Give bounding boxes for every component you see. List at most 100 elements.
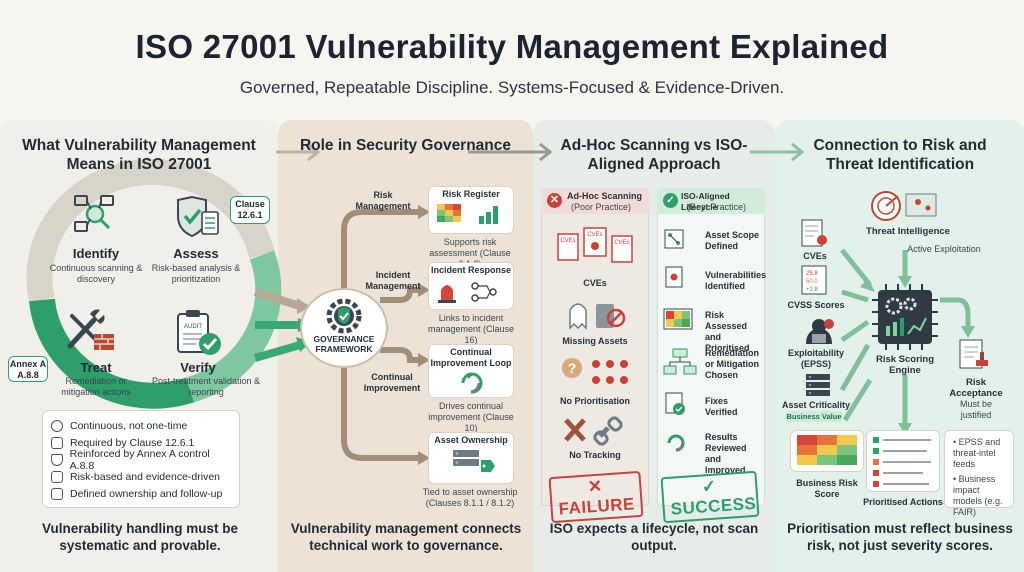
stage-assess-label: Assess xyxy=(173,246,219,261)
refresh-cycle-icon xyxy=(663,430,689,456)
check-mark-icon: ✓ xyxy=(701,476,718,497)
note-fair: Business impact models (e.g. FAIR) xyxy=(953,474,1003,517)
governance-branches xyxy=(341,209,420,461)
checklist-item: Continuous, not one-time xyxy=(51,417,231,434)
gear-shield-icon xyxy=(324,298,364,334)
checklist-item: Defined ownership and follow-up xyxy=(51,485,231,502)
cpu-chart-icon xyxy=(872,284,938,350)
stage-treat-desc: Remediation or mitigation actions xyxy=(61,376,131,397)
check-circle-icon: ✓ xyxy=(663,193,678,208)
iso-item-verified: Fixes Verified xyxy=(705,396,738,417)
branch-incident-management: Incident Management xyxy=(365,270,421,291)
verified-document-icon xyxy=(663,392,687,416)
panel2-footer: Vulnerability management connects techni… xyxy=(290,521,522,553)
svg-text:CVEs: CVEs xyxy=(587,232,602,238)
threat-intel-label: Threat Intelligence xyxy=(866,226,950,237)
note-epss: EPSS and threat-intel feeds xyxy=(953,437,1001,469)
header-arrow-1 xyxy=(276,142,321,162)
stage-identify-desc: Continuous scanning & discovery xyxy=(49,263,143,284)
stage-treat-label: Treat xyxy=(80,360,112,375)
cycle-to-hub-arrows xyxy=(253,288,302,362)
input-asset-criticality: Asset Criticality xyxy=(781,400,851,410)
risk-acceptance-label: Risk Acceptance xyxy=(949,377,1003,399)
success-stamp: ✓ SUCCESS xyxy=(660,470,760,524)
header-arrow-3 xyxy=(750,142,805,162)
threat-intel-card xyxy=(870,186,944,226)
iso-header: ✓ ISO-Aligned Lifecycle (Best Practice) xyxy=(657,188,765,214)
panel3-footer: ISO expects a lifecycle, not scan output… xyxy=(549,521,759,553)
header-arrow-2 xyxy=(468,142,553,162)
bug-document-icon xyxy=(663,266,685,288)
prioritised-actions-list xyxy=(866,430,940,492)
svg-text:CVEs: CVEs xyxy=(614,240,629,246)
failure-stamp: ✕ FAILURE xyxy=(548,470,644,524)
broken-chain-icon xyxy=(560,412,630,448)
iso-item-scope: Asset Scope Defined xyxy=(705,230,760,251)
active-exploitation-label: Active Exploitation xyxy=(907,244,981,254)
network-icon xyxy=(663,228,685,250)
engine-label: Risk Scoring Engine xyxy=(875,354,935,376)
radar-map-icon xyxy=(871,191,937,221)
clause-tag: Clause 12.6.1 xyxy=(230,196,270,224)
incident-response-card: Incident Response xyxy=(428,262,514,310)
continual-improvement-card: Continual Improvement Loop xyxy=(428,344,514,398)
document-icon xyxy=(51,436,63,449)
risk-heatmap-icon xyxy=(663,308,693,330)
network-scan-icon xyxy=(70,192,120,236)
cycle-arrows-icon xyxy=(461,372,483,394)
panel1-footer: Vulnerability handling must be systemati… xyxy=(41,521,239,553)
adhoc-item-missing-assets: Missing Assets xyxy=(562,336,628,346)
input-cvss: CVSS Scores xyxy=(787,300,845,310)
panel4-heading: Connection to Risk and Threat Identifica… xyxy=(813,137,987,173)
shield-checklist-icon xyxy=(170,196,222,240)
risk-input-arrows xyxy=(839,248,971,425)
svg-text:AUDIT: AUDIT xyxy=(184,324,202,330)
cvss-doc-icon: 25.8 50.0 +2.8 xyxy=(800,264,836,298)
incident-response-desc: Links to incident management (Clause 16) xyxy=(427,313,515,345)
iso-lifecycle-list: Asset Scope Defined Vulnerabilities Iden… xyxy=(661,222,766,475)
business-risk-heatmap xyxy=(790,430,864,472)
stage-assess-desc: Risk-based analysis & prioritization xyxy=(151,263,241,284)
output-prioritised-actions: Prioritised Actions xyxy=(863,497,943,507)
checklist-icon xyxy=(51,487,63,500)
page-title: ISO 27001 Vulnerability Management Expla… xyxy=(135,28,889,65)
cve-documents-icon: CVEs CVEs CVEs xyxy=(552,226,638,272)
svg-text:?: ? xyxy=(568,360,577,376)
iso-item-remediation: Remediation or Mitigation Chosen xyxy=(705,348,760,380)
iso-item-risk-assessed: Risk Assessed and Prioritised xyxy=(705,310,750,353)
server-tag-icon xyxy=(453,450,495,472)
adhoc-item-cves: CVEs xyxy=(583,278,607,288)
panel1-heading: What Vulnerability Management Means in I… xyxy=(22,137,256,173)
branch-risk-management: Risk Management xyxy=(355,190,411,211)
page-subtitle: Governed, Repeatable Discipline. Systems… xyxy=(239,78,785,97)
alarm-workflow-icon xyxy=(438,282,497,303)
stage-verify-desc: Post-treatment validation & reporting xyxy=(151,376,261,397)
risk-matrix-icon xyxy=(437,204,498,224)
workflow-icon xyxy=(663,348,697,376)
panel3-heading: Ad-Hoc Scanning vs ISO-Aligned Approach xyxy=(560,137,748,173)
panel4-footer: Prioritisation must reflect business ris… xyxy=(787,521,1013,553)
scales-icon xyxy=(51,470,63,483)
adhoc-item-no-tracking: No Tracking xyxy=(569,450,621,460)
data-sources-notes: • EPSS and threat-intel feeds • Business… xyxy=(944,430,1014,517)
clock-icon xyxy=(51,419,63,432)
business-value-badge: Business Value xyxy=(786,411,842,422)
asset-ownership-desc: Tied to asset ownership (Clauses 8.1.1 /… xyxy=(422,487,518,508)
requirements-checklist: Continuous, not one-time Required by Cla… xyxy=(42,410,240,508)
iso-item-reviewed: Results Reviewed and Improved xyxy=(705,432,747,475)
input-exploitability: Exploitability (EPSS) xyxy=(787,348,844,369)
branch-continual-improvement: Continual Improvement xyxy=(363,372,421,393)
stage-identify-label: Identify xyxy=(72,246,120,261)
continual-improvement-desc: Drives continual improvement (Clause 10) xyxy=(428,401,514,433)
stage-verify-label: Verify xyxy=(180,360,216,375)
output-business-risk-score: Business Risk Score xyxy=(796,478,858,499)
stamp-document-icon xyxy=(958,338,992,374)
annex-tag: Annex A A.8.8 xyxy=(8,356,48,382)
x-circle-icon: ✕ xyxy=(547,193,562,208)
server-stack-icon xyxy=(804,372,832,398)
checklist-item: Required by Clause 12.6.1 xyxy=(51,434,231,451)
ghost-server-icon xyxy=(560,298,630,332)
risk-scoring-engine xyxy=(870,282,940,352)
tools-firewall-icon xyxy=(64,306,118,354)
svg-text:CVEs: CVEs xyxy=(560,238,575,244)
